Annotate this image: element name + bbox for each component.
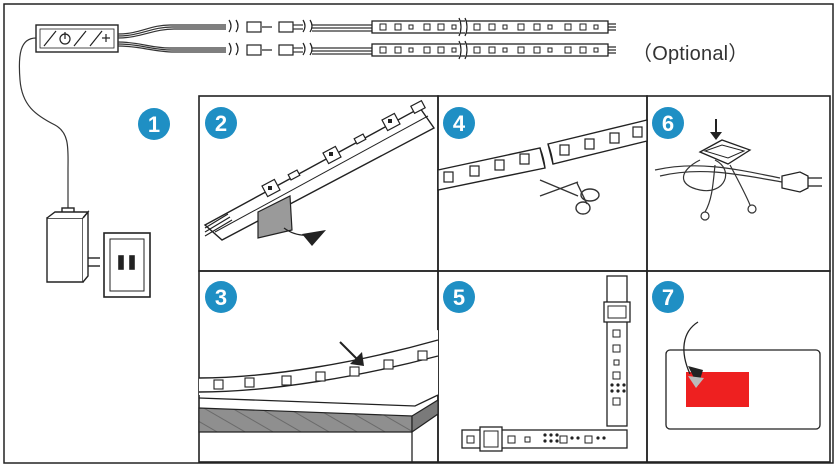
- step-badge-6: 6: [652, 107, 684, 139]
- step-number-7: 7: [662, 285, 674, 310]
- panel-corner-connector: [461, 275, 631, 452]
- panel-cut-strip: [437, 119, 648, 215]
- outer-frame: [3, 3, 834, 464]
- step-number-6: 6: [662, 111, 674, 136]
- panel-peel-backing: [203, 99, 436, 246]
- power-cable: [18, 37, 69, 210]
- controller-buttons-icon: [43, 30, 110, 47]
- step-badge-7: 7: [652, 281, 684, 313]
- step-badges: 1 2 3 4 5 6 7: [138, 107, 684, 313]
- step-number-4: 4: [453, 111, 466, 136]
- panel-tie-wire: [654, 119, 822, 221]
- scissors-icon: [539, 179, 600, 215]
- strip-connectors: [228, 19, 313, 56]
- step-number-1: 1: [148, 112, 160, 137]
- step-badge-1: 1: [138, 108, 170, 140]
- step-number-3: 3: [215, 285, 227, 310]
- step-number-5: 5: [453, 285, 465, 310]
- step-badge-5: 5: [443, 281, 475, 313]
- power-adapter: [46, 207, 100, 283]
- step-badge-3: 3: [205, 281, 237, 313]
- panel-stick-strip: [198, 330, 439, 462]
- optional-label: （Optional）: [632, 43, 749, 65]
- controller: [35, 24, 119, 53]
- panel-red-mark: [665, 321, 821, 430]
- step-number-2: 2: [215, 111, 227, 136]
- wall-outlet: [103, 232, 151, 298]
- step-badge-4: 4: [443, 107, 475, 139]
- controller-wires: [117, 24, 226, 53]
- step-badge-2: 2: [205, 107, 237, 139]
- led-strip-top: [371, 17, 616, 37]
- short-wires: [293, 24, 372, 55]
- led-strip-bottom: [371, 40, 616, 60]
